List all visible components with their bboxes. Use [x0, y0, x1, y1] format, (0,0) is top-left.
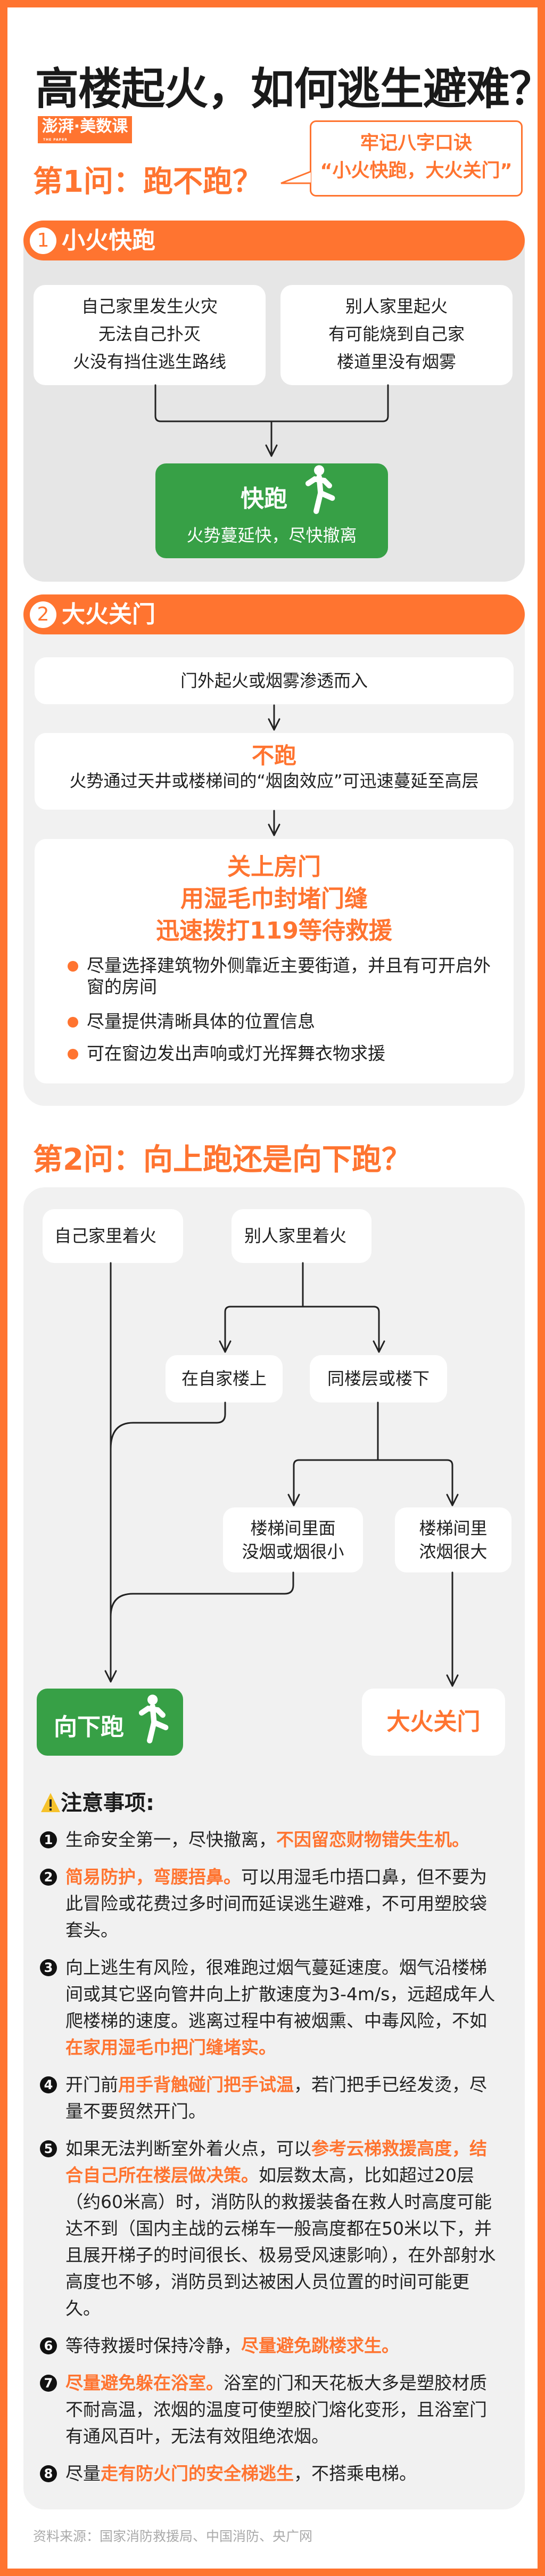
note-text: 可以用湿毛巾捂口鼻，但不要为此冒险或花费过多时间而延误逃生避难，不可用塑胶袋套头…	[65, 1866, 487, 1941]
question-1-title: 第1问：跑不跑？	[33, 165, 262, 199]
note-highlight: 在家用湿毛巾把门缝堵实。	[65, 2037, 276, 2058]
mnemonic-bubble: 牢记八字口诀 “小火快跑，大火关门”	[310, 120, 523, 197]
note-text: ，若门把手已经发烫，尽量不要贸然开门。	[65, 2074, 487, 2122]
note-item: 3 向上逃生有风险，很难跑过烟气蔓延速度。烟气沿楼梯间或其它竖向管井向上扩散速度为…	[40, 1954, 503, 2061]
section-big-fire-header: 2 大火关门	[23, 594, 525, 634]
section-number: 2	[30, 601, 56, 628]
note-number-badge: 5	[40, 2140, 57, 2157]
section-label: 大火关门	[62, 601, 155, 628]
close-door-result: 大火关门	[362, 1689, 505, 1756]
no-smoke-box: 楼梯间里面没烟或烟很小	[223, 1507, 363, 1572]
note-text: 等待救援时保持冷静，	[65, 2335, 241, 2356]
notes-heading: 注意事项:	[40, 1790, 154, 1816]
heavy-smoke-box: 楼梯间里浓烟很大	[395, 1507, 511, 1572]
above-home-box: 在自家楼上	[166, 1355, 283, 1403]
note-number-badge: 3	[40, 1959, 57, 1976]
note-item: 6 等待救援时保持冷静，尽量避免跳楼求生。	[40, 2333, 503, 2359]
note-text: 生命安全第一，尽快撤离，	[65, 1829, 276, 1850]
tip-bullet: 可在窗边发出声响或灯光挥舞衣物求援	[68, 1043, 493, 1064]
note-text: 如果无法判断室外着火点，可以	[65, 2138, 311, 2159]
question-2-title: 第2问：向上跑还是向下跑？	[33, 1143, 411, 1177]
note-number-badge: 4	[40, 2076, 57, 2093]
smoke-entering-card: 门外起火或烟雾渗透而入	[35, 657, 514, 704]
note-number-badge: 7	[40, 2375, 57, 2392]
note-highlight: 参考云梯救援高度，结合自己所在楼层做决策。	[65, 2138, 487, 2186]
source-note: 资料来源：国家消防救援局、中国消防、央广网	[33, 2529, 313, 2544]
note-text: 如层数太高，比如超过20层（约60米高）时，消防队的救援装备在救人时高度可能达不…	[65, 2165, 496, 2319]
note-number-badge: 1	[40, 1831, 57, 1848]
note-highlight: 简易防护，弯腰捂鼻。	[65, 1866, 241, 1887]
note-highlight: 不因留恋财物错失生机。	[276, 1829, 469, 1850]
note-number-badge: 2	[40, 1869, 57, 1886]
section-label: 小火快跑	[62, 227, 155, 254]
close-door-card: 关上房门 用湿毛巾封堵门缝 迅速拨打119等待救援	[35, 839, 514, 1083]
own-home-fire-box: 自己家里着火	[43, 1209, 183, 1263]
note-text: 尽量	[65, 2463, 101, 2484]
note-highlight: 尽量避免跳楼求生。	[241, 2335, 399, 2356]
note-item: 5 如果无法判断室外着火点，可以参考云梯救援高度，结合自己所在楼层做决策。如层数太…	[40, 2135, 503, 2322]
note-text: 浴室的门和天花板大多是塑胶材质不耐高温，浓烟的温度可使塑胶门熔化变形，且浴室门有…	[65, 2373, 487, 2447]
notes-list: 1 生命安全第一，尽快撤离，不因留恋财物错失生机。 2 简易防护，弯腰捂鼻。可以用湿毛…	[40, 1827, 503, 2498]
tip-bullet: 尽量提供清晰具体的位置信息	[68, 1011, 493, 1032]
note-highlight: 尽量避免躲在浴室。	[65, 2373, 224, 2393]
note-item: 1 生命安全第一，尽快撤离，不因留恋财物错失生机。	[40, 1827, 503, 1853]
note-text: 开门前	[65, 2074, 118, 2095]
note-item: 8 尽量走有防火门的安全梯逃生，不搭乘电梯。	[40, 2460, 503, 2487]
same-floor-or-below-box: 同楼层或楼下	[310, 1355, 447, 1403]
note-item: 2 简易防护，弯腰捂鼻。可以用湿毛巾捂口鼻，但不要为此冒险或花费过多时间而延误逃生…	[40, 1864, 503, 1944]
own-home-fire-card: 自己家里发生火灾无法自己扑灭火没有挡住逃生路线	[34, 285, 266, 385]
run-down-result: 向下跑	[37, 1689, 183, 1756]
note-number-badge: 8	[40, 2465, 57, 2482]
note-text: 向上逃生有风险，很难跑过烟气蔓延速度。烟气沿楼梯间或其它竖向管井向上扩散速度为3…	[65, 1957, 496, 2031]
section-number: 1	[30, 227, 56, 254]
question-2-panel	[23, 1187, 525, 2509]
note-number-badge: 6	[40, 2337, 57, 2354]
other-home-fire-box: 别人家里着火	[232, 1209, 371, 1263]
run-fast-result: 快跑 火势蔓延快，尽快撤离	[155, 463, 388, 558]
note-highlight: 走有防火门的安全梯逃生	[101, 2463, 294, 2484]
tip-bullet: 尽量选择建筑物外侧靠近主要街道，并且有可开启外窗的房间	[68, 955, 493, 998]
page-title: 高楼起火，如何逃生避难？	[35, 64, 545, 115]
note-item: 7 尽量避免躲在浴室。浴室的门和天花板大多是塑胶材质不耐高温，浓烟的温度可使塑胶门…	[40, 2370, 503, 2450]
section-small-fire-header: 1 小火快跑	[23, 221, 525, 260]
note-highlight: 用手背触碰门把手试温	[118, 2074, 294, 2095]
warning-icon	[41, 1793, 60, 1812]
neighbor-fire-card: 别人家里起火有可能烧到自己家楼道里没有烟雾	[280, 285, 513, 385]
note-text: ，不搭乘电梯。	[294, 2463, 417, 2484]
note-item: 4 开门前用手背触碰门把手试温，若门把手已经发烫，尽量不要贸然开门。	[40, 2072, 503, 2125]
dont-run-card: 不跑 火势通过天井或楼梯间的“烟囱效应”可迅速蔓延至高层	[35, 733, 514, 810]
running-person-icon	[305, 465, 335, 514]
running-person-icon	[138, 1694, 169, 1743]
